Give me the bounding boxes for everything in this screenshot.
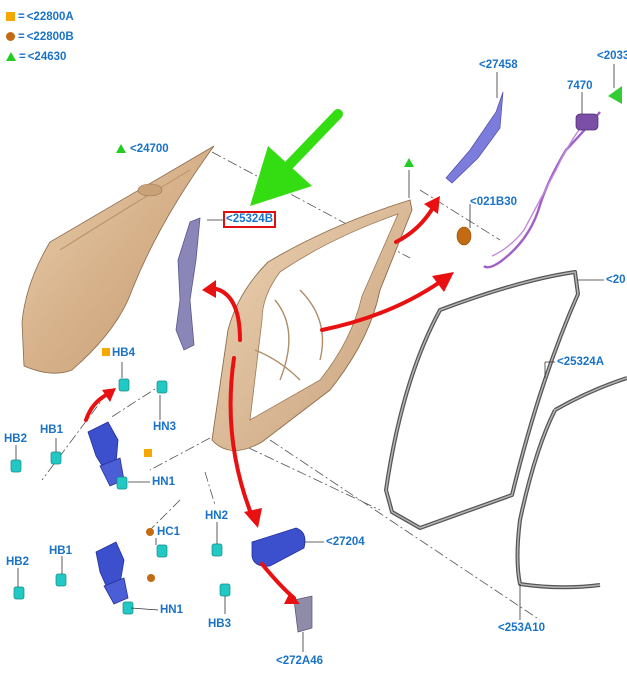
callout-reinforcement[interactable]: <25324B [223,211,276,228]
red-arrowheads [102,196,454,604]
upper-hinge [87,421,125,487]
callout-check-cover[interactable]: <272A46 [276,655,323,667]
door-weatherstrips [384,270,627,590]
callout-hn2[interactable]: HN2 [205,510,229,522]
hc1-circle-marker [146,528,154,536]
callout-hb4[interactable]: HB4 [112,347,136,359]
callout-regulator-motor[interactable]: 7470 [567,80,593,92]
frame-triangle-marker [404,158,414,167]
square-symbol-icon [6,12,15,21]
callout-glass-run[interactable]: <27458 [479,59,518,71]
callout-hb2-lower[interactable]: HB2 [6,556,30,568]
outer-door-panel [21,145,215,374]
legend-square: =<22800A [6,11,74,24]
arrow-to-seal [320,280,442,332]
triangle-symbol-icon [6,52,16,61]
callout-weatherstrip-inner[interactable]: <25324A [557,356,604,368]
callout-hb1-upper[interactable]: HB1 [40,424,64,436]
callout-seal-bottom[interactable]: <253A10 [498,622,545,634]
callout-hb3[interactable]: HB3 [208,618,232,630]
door-check-strap [251,527,306,567]
outer-panel-handle-pocket [137,183,163,197]
callout-hn1-upper[interactable]: HN1 [152,476,176,488]
callout-hn3[interactable]: HN3 [153,421,177,433]
callout-weatherstrip-outer[interactable]: <20 [606,274,626,286]
callout-hc1[interactable]: HC1 [157,526,181,538]
arrow-hinge-up [84,392,110,422]
callout-hn1-lower[interactable]: HN1 [160,604,184,616]
green-indicator-arrow [250,109,343,206]
callout-cable-top[interactable]: <2033 [597,50,627,62]
check-strap-cover [293,595,313,633]
callout-hb1-lower[interactable]: HB1 [49,545,73,557]
arrow-to-glass [394,204,436,244]
arrow-to-bracket [210,286,242,342]
legend-circle: =<22800B [6,31,74,44]
lower-hinge [95,541,129,605]
hb4-square-marker [102,348,110,356]
legend-triangle: =<24630 [6,51,66,64]
hinge-circle-marker [147,574,155,582]
arrow-to-check [228,356,254,518]
regulator-assembly [483,86,622,269]
outer-panel-triangle-marker [116,144,126,153]
callout-cable-end[interactable]: <021B30 [470,196,517,208]
outer-panel-crease [59,169,191,251]
cable-end-cap [456,226,472,246]
reinforcement-bracket [175,217,201,351]
callout-hb2-upper[interactable]: HB2 [4,433,28,445]
circle-symbol-icon [6,32,15,41]
callout-outer-panel[interactable]: <24700 [130,143,169,155]
callout-leaders [15,64,615,652]
arrow-to-cover [260,562,296,600]
inner-door-frame [211,199,413,451]
glass-run-channel [445,91,504,184]
hinge-square-marker [144,449,152,457]
callout-check-strap[interactable]: <27204 [326,536,365,548]
